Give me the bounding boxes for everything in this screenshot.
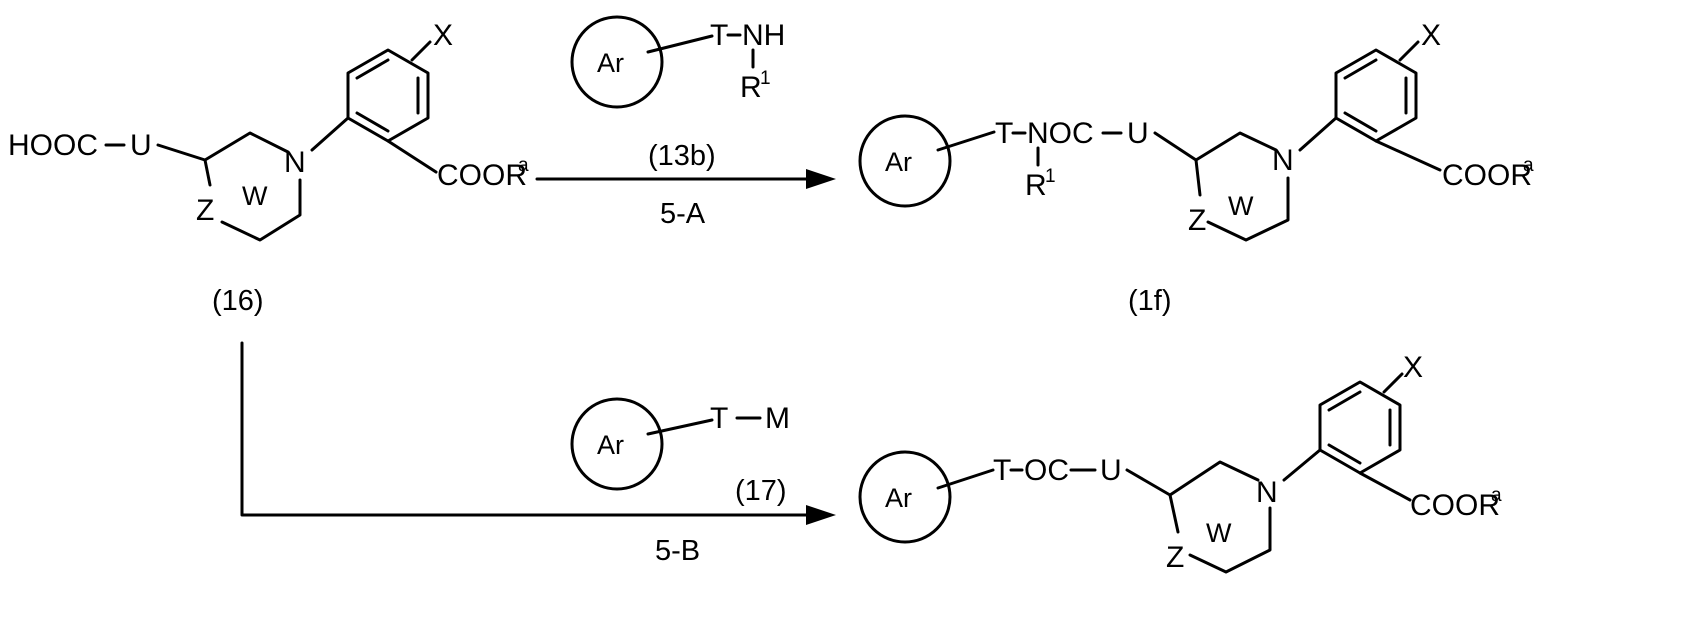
ring-nitrogen: N — [284, 146, 306, 179]
arrow-shaft — [242, 343, 815, 515]
step-label-5b: 5-B — [655, 535, 700, 567]
benzene-double-bond — [357, 60, 388, 78]
product-1f: Ar T NOC R 1 U N Z W X COOR a (1f) — [860, 19, 1534, 317]
ring-w-upper — [1196, 133, 1276, 160]
arrow-head — [806, 169, 836, 189]
atom-m: M — [765, 402, 790, 435]
atom-t: T — [710, 402, 728, 435]
substituent-x: X — [433, 19, 453, 52]
reagent-label-13b: (13b) — [648, 140, 716, 172]
benzene-double-bond — [1329, 392, 1360, 410]
ring-label-w: W — [242, 181, 268, 211]
reaction-arrow-top — [537, 169, 836, 189]
linker-u: U — [1127, 117, 1149, 150]
arrow-head — [806, 505, 836, 525]
bond-x — [1384, 374, 1402, 392]
benzene-ring — [1336, 50, 1416, 141]
bond-ester — [1360, 473, 1410, 500]
r-superscript: 1 — [1045, 166, 1056, 187]
ester-superscript: a — [1523, 155, 1534, 176]
reagent-label-17: (17) — [735, 475, 787, 507]
ring-nitrogen: N — [1256, 476, 1278, 509]
ring-atom-z: Z — [1188, 204, 1206, 237]
ring-w-bond-z — [205, 160, 210, 185]
linker-u: U — [130, 129, 152, 162]
ester-group: COOR — [1410, 489, 1500, 522]
benzene-double-bond — [1345, 113, 1376, 131]
aryl-label: Ar — [597, 48, 624, 78]
group-r: R — [1025, 169, 1047, 202]
benzene-double-bond — [1345, 60, 1376, 78]
ring-w-upper — [1170, 462, 1258, 495]
aryl-label: Ar — [597, 430, 624, 460]
bond-n-aryl — [1284, 450, 1320, 480]
acid-group: HOOC — [8, 129, 98, 162]
ring-atom-z: Z — [196, 194, 214, 227]
product-bottom: Ar T OC U N Z W X COOR a — [860, 351, 1502, 574]
aryl-label: Ar — [885, 483, 912, 513]
linker-u: U — [1100, 454, 1122, 487]
atom-t: T — [993, 454, 1011, 487]
bond-n-aryl — [1300, 118, 1336, 150]
bond-x — [1400, 42, 1418, 60]
bond-ester — [388, 141, 436, 172]
ring-atom-z: Z — [1166, 541, 1184, 574]
group-oc: OC — [1024, 454, 1069, 487]
group-nh: NH — [742, 19, 785, 52]
bond-x — [412, 42, 430, 60]
substituent-x: X — [1421, 19, 1441, 52]
ring-nitrogen: N — [1272, 144, 1294, 177]
bond-ester — [1376, 141, 1440, 170]
bond-n-aryl — [312, 118, 348, 150]
ester-group: COOR — [437, 159, 527, 192]
compound-16: HOOC U N Z W X COOR a (16) — [8, 19, 529, 317]
reagent-13b: Ar T NH R 1 (13b) 5-A — [572, 17, 785, 230]
bond — [1127, 470, 1170, 495]
ester-superscript: a — [518, 155, 529, 176]
benzene-ring — [348, 50, 428, 141]
bond — [1155, 133, 1196, 160]
group-noc: NOC — [1027, 117, 1094, 150]
group-r: R — [740, 71, 762, 104]
aryl-label: Ar — [885, 147, 912, 177]
substituent-x: X — [1403, 351, 1423, 384]
ring-w-bond-z — [1196, 160, 1200, 195]
atom-t: T — [710, 19, 728, 52]
compound-label-16: (16) — [212, 285, 264, 317]
bond — [158, 145, 205, 160]
ester-group: COOR — [1442, 159, 1532, 192]
benzene-double-bond — [357, 113, 388, 131]
ring-label-w: W — [1228, 191, 1254, 221]
ring-w-upper — [205, 133, 288, 160]
compound-label-1f: (1f) — [1128, 285, 1172, 317]
benzene-ring — [1320, 382, 1400, 473]
ring-label-w: W — [1206, 518, 1232, 548]
r-superscript: 1 — [760, 68, 771, 89]
benzene-double-bond — [1329, 445, 1360, 463]
atom-t: T — [995, 117, 1013, 150]
ester-superscript: a — [1491, 485, 1502, 506]
reagent-17: Ar T M (17) 5-B — [572, 399, 790, 567]
ring-w-bond-z — [1170, 495, 1178, 532]
step-label-5a: 5-A — [660, 198, 706, 230]
